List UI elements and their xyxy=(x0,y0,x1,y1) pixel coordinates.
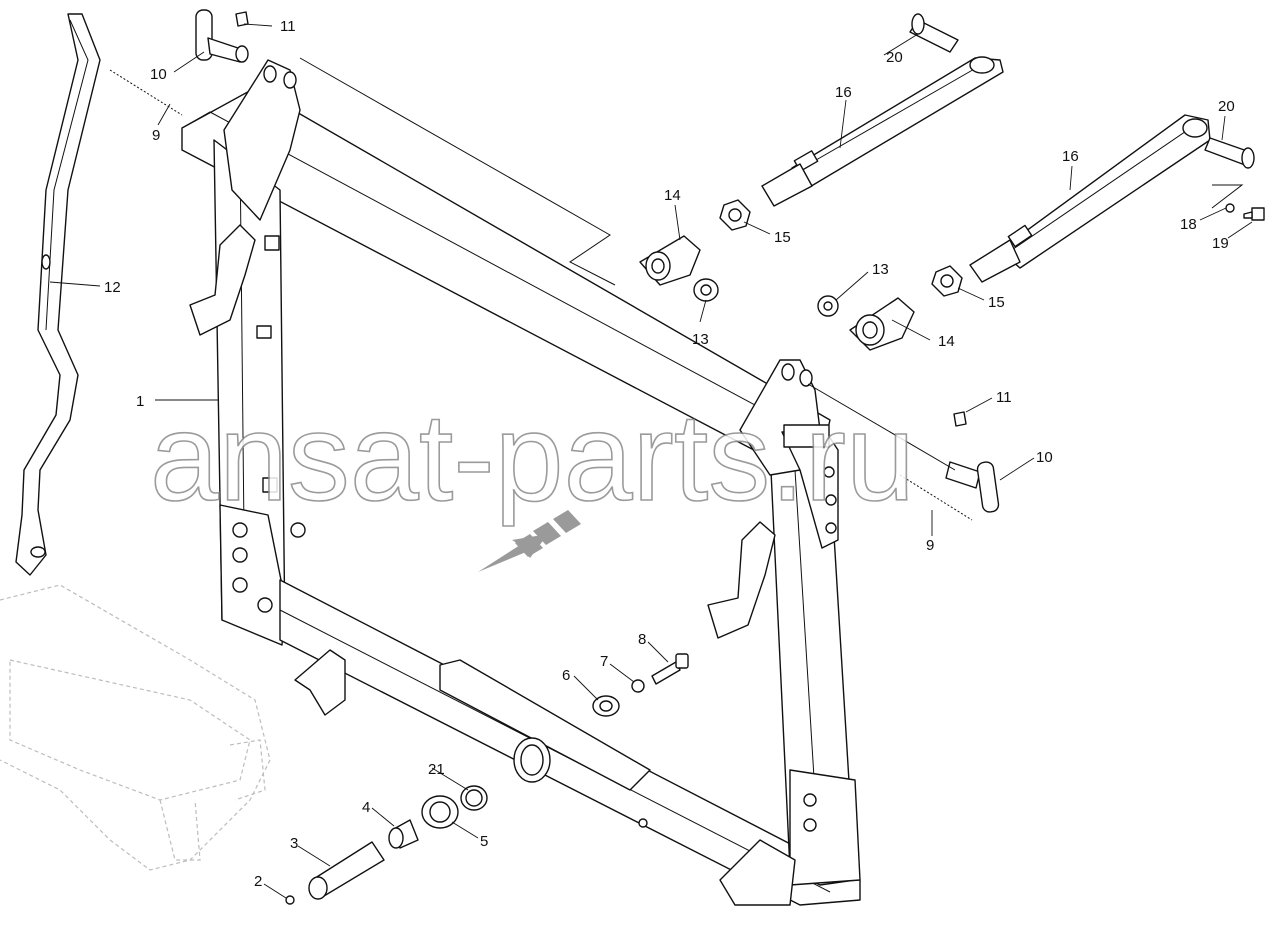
leader-lines xyxy=(49,23,1253,899)
callout-10-right: 10 xyxy=(1036,449,1053,466)
callout-2: 2 xyxy=(254,873,262,890)
part-13-washer-top xyxy=(693,278,719,302)
part-6-bushing xyxy=(592,695,620,717)
part-14-rod-end-top xyxy=(639,235,701,286)
part-21-ring xyxy=(460,785,488,811)
part-8-bolt xyxy=(651,653,689,685)
callout-9-left: 9 xyxy=(152,127,160,144)
part-2-grease-nipple xyxy=(285,895,295,905)
part-15-nut-top xyxy=(719,199,751,231)
part-5-bearing xyxy=(421,795,459,829)
callout-15-top: 15 xyxy=(774,229,791,246)
callout-5: 5 xyxy=(480,833,488,850)
callout-21: 21 xyxy=(428,761,445,778)
callout-20-top: 20 xyxy=(886,49,903,66)
part-20-pin-right xyxy=(1204,137,1255,169)
callout-3: 3 xyxy=(290,835,298,852)
callout-11-right: 11 xyxy=(996,389,1012,406)
callout-12: 12 xyxy=(104,279,121,296)
direction-arrow-icon xyxy=(478,510,581,572)
part-1-main-frame xyxy=(181,57,861,906)
callout-13-right: 13 xyxy=(872,261,889,278)
callout-14-top: 14 xyxy=(664,187,681,204)
part-11-clip-right xyxy=(953,411,967,427)
callout-11-left: 11 xyxy=(280,18,296,35)
callout-16-top: 16 xyxy=(835,84,852,101)
callout-7: 7 xyxy=(600,653,608,670)
callout-6: 6 xyxy=(562,667,570,684)
part-18-washer xyxy=(1211,184,1244,213)
callout-16-right: 16 xyxy=(1062,148,1079,165)
callout-20-right: 20 xyxy=(1218,98,1235,115)
part-7-washer xyxy=(631,679,645,693)
part-16-link-arm-right xyxy=(969,114,1211,283)
callout-8: 8 xyxy=(638,631,646,648)
callout-15-right: 15 xyxy=(988,294,1005,311)
callout-13-top: 13 xyxy=(692,331,709,348)
part-12-lift-bar xyxy=(15,13,101,576)
part-14-rod-end-right xyxy=(849,297,915,351)
callout-18: 18 xyxy=(1180,216,1197,233)
part-10-pin-left xyxy=(195,9,249,63)
part-10-pin-right xyxy=(807,383,1000,513)
callout-9-right: 9 xyxy=(926,537,934,554)
callout-19: 19 xyxy=(1212,235,1229,252)
part-20-pin-top xyxy=(909,13,959,53)
part-15-nut-right xyxy=(931,265,963,297)
part-4-sleeve xyxy=(388,819,419,849)
watermark-text: ansat-parts.ru xyxy=(150,389,915,527)
callout-labels: 11 10 9 12 1 20 16 14 15 13 20 16 18 19 … xyxy=(104,18,1235,890)
part-9-chain-left xyxy=(109,69,183,116)
part-3-pin xyxy=(308,841,385,900)
ghost-tractor-outline xyxy=(0,584,271,871)
callout-14-right: 14 xyxy=(938,333,955,350)
callout-1: 1 xyxy=(136,393,144,410)
callout-10-left: 10 xyxy=(150,66,167,83)
part-19-bolt xyxy=(1243,207,1265,221)
part-16-link-arm-top xyxy=(761,56,1004,207)
part-13-washer-right xyxy=(817,295,839,317)
callout-4: 4 xyxy=(362,799,370,816)
